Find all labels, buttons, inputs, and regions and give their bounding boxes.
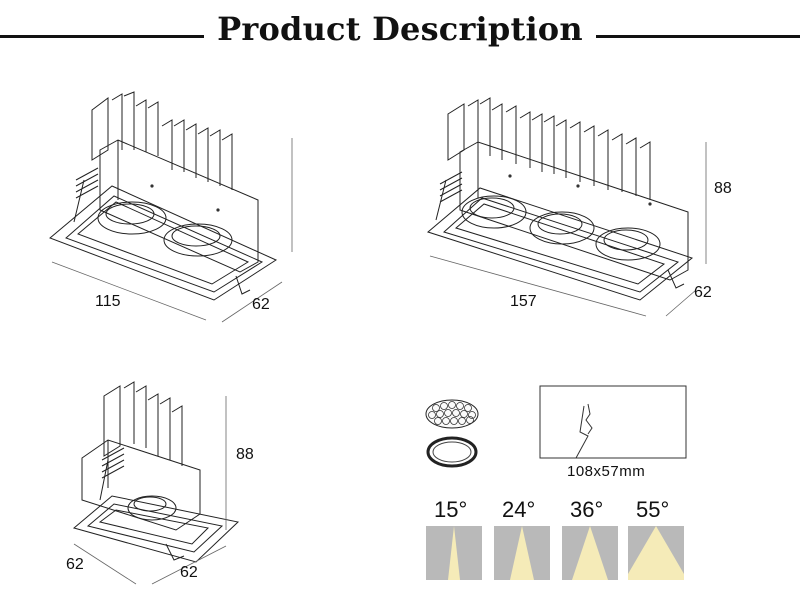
cutout-size-label: 108x57mm [567, 463, 646, 480]
beam-36-icon [562, 526, 618, 580]
triple-width-label: 157 [510, 293, 537, 310]
single-fixture-drawing [72, 381, 240, 585]
beam-24-icon [494, 526, 550, 580]
beam-15-label: 15° [434, 497, 468, 522]
title-rule-left [0, 35, 204, 38]
beam-15-icon [426, 526, 482, 580]
double-width-label: 115 [95, 293, 121, 310]
triple-height-label: 88 [714, 180, 732, 197]
beam-36-label: 36° [570, 497, 604, 522]
beam-55-label: 55° [636, 497, 670, 522]
single-depth-left-label: 62 [66, 556, 84, 573]
title-rule-right [596, 35, 800, 38]
cutout-diagram [539, 385, 687, 459]
double-depth-label: 62 [252, 296, 270, 313]
header: Product Description [0, 8, 800, 56]
single-height-label: 88 [236, 446, 254, 463]
triple-fixture-drawing [426, 97, 707, 317]
beam-24-label: 24° [502, 497, 536, 522]
ring-accessory [426, 436, 478, 468]
page-title: Product Description [217, 10, 583, 48]
honeycomb-accessory [425, 399, 479, 429]
single-depth-right-label: 62 [180, 564, 198, 581]
double-fixture-drawing [49, 91, 293, 323]
beam-55-icon [628, 526, 684, 580]
triple-depth-label: 62 [694, 284, 712, 301]
